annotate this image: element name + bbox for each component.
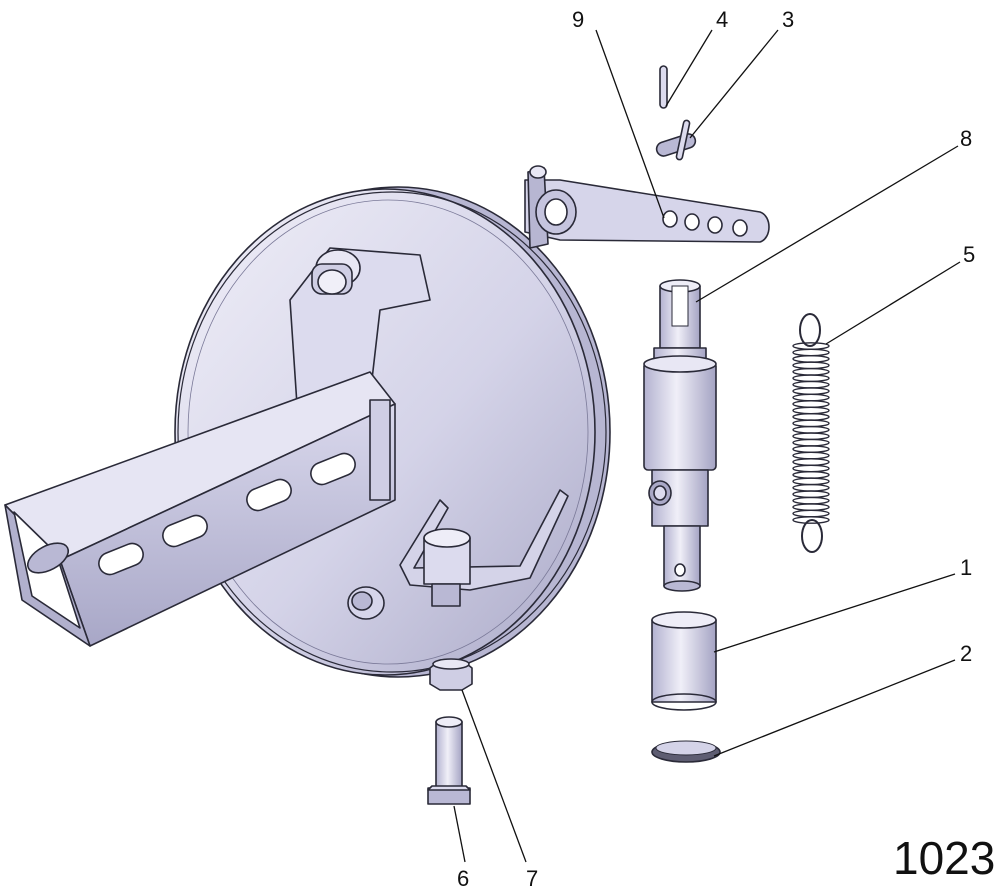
callout-5: 5 <box>963 242 975 267</box>
spring-coil <box>792 496 830 505</box>
spring-coil <box>792 451 830 460</box>
pin-part-3 <box>655 119 697 161</box>
spring-coil <box>792 438 830 447</box>
lever-arm <box>524 165 770 249</box>
spring-coil <box>792 425 830 434</box>
spring-coil <box>792 458 830 466</box>
spring-coil <box>792 406 830 415</box>
spring-coil <box>792 470 830 479</box>
callout-3: 3 <box>782 7 794 32</box>
spring-coil <box>792 354 830 363</box>
spring-coil <box>792 490 830 499</box>
nut-part-7 <box>429 658 473 691</box>
square-tube-arm <box>4 371 396 647</box>
leader-lines <box>453 29 961 863</box>
spring-coil <box>792 400 830 408</box>
spring-coil <box>792 477 830 486</box>
callout-1: 1 <box>960 555 972 580</box>
callout-9: 9 <box>572 7 584 32</box>
callout-labels: 1 2 3 4 5 6 7 8 9 <box>457 7 975 891</box>
clip-ring-part-2 <box>651 740 721 763</box>
cotter-pin-part-4 <box>659 65 668 109</box>
spring-coil <box>792 387 830 396</box>
spring-coil <box>792 516 830 524</box>
spring-coil <box>792 445 830 454</box>
callout-6: 6 <box>457 866 469 891</box>
callout-7: 7 <box>526 866 538 891</box>
sleeve-part-1 <box>651 611 717 711</box>
spring-coil <box>792 374 830 383</box>
tension-spring-part-5 <box>792 313 830 553</box>
spring-coil <box>792 503 830 512</box>
spring-coil <box>792 509 830 518</box>
shock-cylinder-part-8 <box>643 279 717 592</box>
callout-2: 2 <box>960 641 972 666</box>
spring-coil <box>792 348 830 357</box>
callout-8: 8 <box>960 126 972 151</box>
u-bracket <box>399 489 569 607</box>
spring-coil <box>792 483 830 492</box>
spring-coil <box>792 464 830 473</box>
spring-coil <box>792 380 830 389</box>
spring-coil <box>792 367 830 376</box>
spring-coil <box>792 393 830 402</box>
figure-number: 1023 <box>893 832 995 884</box>
callout-4: 4 <box>716 7 728 32</box>
spring-coil <box>792 361 830 370</box>
bolt-part-6 <box>427 716 471 805</box>
spring-coil <box>792 432 830 441</box>
spring-coil <box>792 419 830 428</box>
spring-coil <box>792 412 830 421</box>
